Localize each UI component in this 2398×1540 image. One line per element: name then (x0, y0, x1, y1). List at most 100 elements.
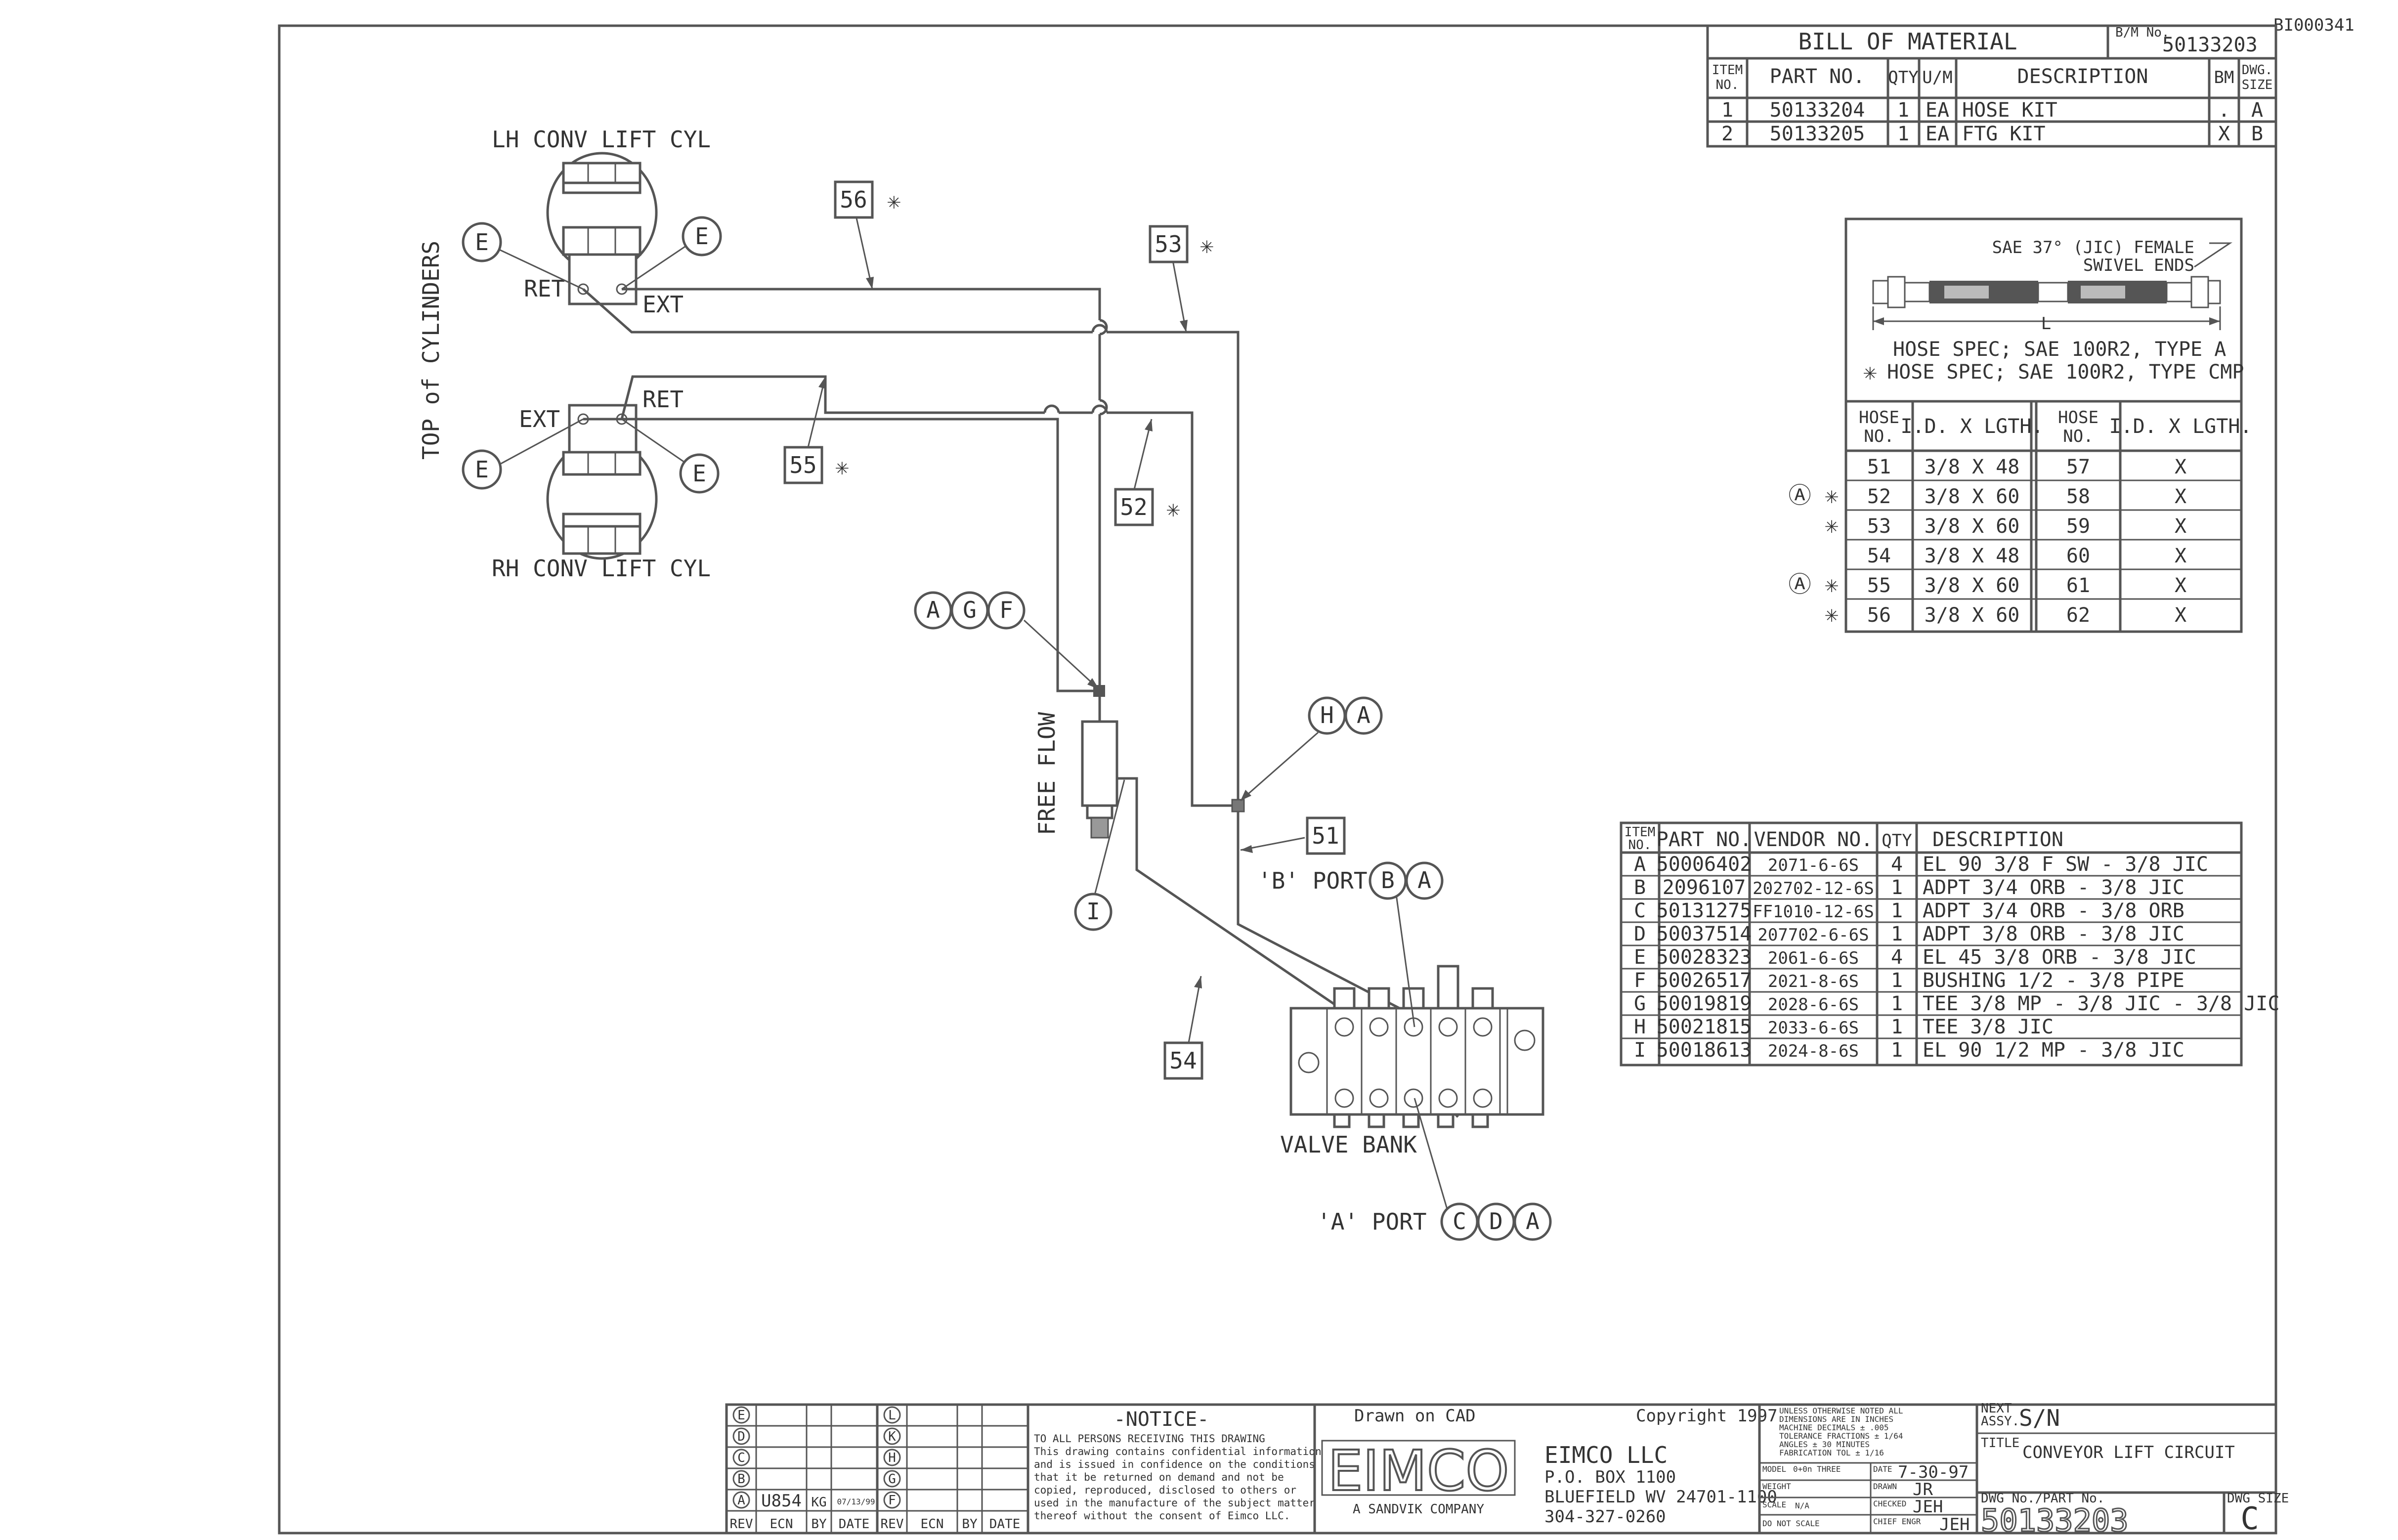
bom-cell: 50133205 (1770, 123, 1865, 145)
callout-letter: E (475, 229, 489, 256)
tolerance-line: MACHINE DECIMALS ± .005 (1779, 1423, 1889, 1432)
callout-letter: A (1357, 702, 1370, 728)
hydraulic-diagram: LH CONV LIFT CYL RH CONV LIFT CYL TOP of… (418, 126, 1552, 1241)
parts-cell: 50019819 (1657, 992, 1752, 1015)
bom-header-bm: BM (2214, 68, 2234, 87)
parts-cell: EL 90 3/8 F SW - 3/8 JIC (1923, 853, 2208, 876)
notice-line: and is issued in confidence on the condi… (1034, 1458, 1315, 1470)
rev-header: REV (730, 1517, 753, 1532)
hose-row-mark: Ⓐ ✳ (1789, 571, 1839, 598)
title-block: E D C B A L K H G F U854 KG 07/13/99 REV… (725, 1401, 2289, 1540)
hose-row: 54 3/8 X 48 60 X (1867, 545, 2186, 567)
callout-letter: C (1453, 1208, 1466, 1235)
parts-cell: B (1634, 876, 1646, 899)
hose-spec-cmp: HOSE SPEC; SAE 100R2, TYPE CMP (1887, 361, 2244, 384)
parts-cell: ADPT 3/4 ORB - 3/8 ORB (1923, 899, 2184, 922)
parts-cell: A (1634, 853, 1646, 876)
drawn-label: DRAWN (1873, 1482, 1897, 1491)
hose-spec-a: HOSE SPEC; SAE 100R2, TYPE A (1893, 338, 2226, 361)
notice-line: thereof without the consent of Eimco LLC… (1034, 1510, 1290, 1522)
rev-letter-text: L (888, 1408, 896, 1423)
hose-cell: 3/8 X 60 (1925, 485, 2020, 508)
parts-cell: ADPT 3/4 ORB - 3/8 JIC (1923, 876, 2184, 899)
callout-g-tee: G (950, 591, 989, 630)
hose-tag-52-label: 52 (1120, 494, 1147, 520)
hose-cell: 3/8 X 48 (1925, 456, 2020, 478)
rev-letter: D (732, 1427, 750, 1445)
rev-a-date: 07/13/99 (837, 1497, 875, 1506)
callout-e-lh-ext: E (682, 216, 722, 257)
hose-row-mark: Ⓐ ✳ (1789, 482, 1839, 509)
bom-cell: 1 (1897, 123, 1909, 145)
rev-letter: F (883, 1491, 901, 1509)
rev-letter-text: D (737, 1429, 745, 1444)
parts-cell: 2061-6-6S (1768, 948, 1859, 968)
rh-ext-label: EXT (519, 406, 560, 432)
company-po-box: P.O. BOX 1100 (1544, 1467, 1676, 1487)
parts-cell: 50006402 (1657, 853, 1752, 876)
bom-row: 2 50133205 1 EA FTG KIT X B (1721, 123, 2263, 145)
parts-cell: 50131275 (1657, 899, 1752, 922)
hose-cell: X (2175, 515, 2186, 538)
bom-cell: B (2251, 123, 2263, 145)
star-icon: ✳ (1863, 358, 1877, 385)
bom-cell: 50133204 (1770, 99, 1865, 122)
hose-row-mark: ✳ (1825, 600, 1839, 627)
rev-letter: C (732, 1449, 750, 1466)
lh-ret-label: RET (524, 275, 565, 302)
do-not-scale: DO NOT SCALE (1762, 1519, 1820, 1528)
callout-letter: A (1526, 1208, 1540, 1235)
parts-cell: D (1634, 923, 1646, 945)
parts-cell: TEE 3/8 MP - 3/8 JIC - 3/8 JIC (1923, 992, 2279, 1015)
bom-cell: X (2218, 123, 2230, 145)
rev-letter-text: K (888, 1429, 896, 1444)
parts-cell: 4 (1891, 853, 1903, 876)
callout-f-tee: F (987, 591, 1026, 630)
callout-d-a-port: D (1477, 1202, 1515, 1241)
tolerance-line: FABRICATION TOL ± 1/16 (1779, 1448, 1884, 1457)
bom-title: BILL OF MATERIAL (1798, 28, 2017, 55)
notice-line: that it be returned on demand and not be (1034, 1471, 1284, 1483)
hose-header-no-b: HOSE (2058, 408, 2098, 428)
parts-cell: I (1634, 1039, 1646, 1062)
parts-cell: EL 45 3/8 ORB - 3/8 JIC (1923, 946, 2196, 969)
bom-number-label: B/M No. (2115, 25, 2170, 40)
drawn-on-cad: Drawn on CAD (1354, 1406, 1476, 1426)
parts-header-vendor: VENDOR NO. (1754, 828, 1873, 851)
hose-cell: X (2175, 456, 2186, 478)
hose-cell: 59 (2066, 515, 2090, 538)
hose-tag-52: 52 ✳ (1114, 488, 1180, 526)
callout-letter: H (1320, 702, 1334, 728)
callout-letter: A (1417, 867, 1431, 894)
parts-cell: 202702-12-6S (1753, 879, 1874, 898)
parts-cell: E (1634, 946, 1646, 969)
rev-header: DATE (839, 1517, 870, 1532)
callout-letter: G (963, 597, 977, 623)
parts-header-item-no: NO. (1628, 838, 1652, 853)
hose-cell: 53 (1867, 515, 1891, 538)
fittings-parts-table: ITEM NO. PART NO. VENDOR NO. QTY DESCRIP… (1620, 821, 2280, 1067)
parts-cell: 207702-6-6S (1757, 925, 1869, 945)
valve-bank-label: VALVE BANK (1280, 1131, 1417, 1158)
bom-cell: A (2251, 99, 2263, 122)
parts-cell: C (1634, 899, 1646, 922)
callout-letter: B (1381, 867, 1395, 894)
parts-cell: 50028323 (1657, 946, 1752, 969)
notice-text: TO ALL PERSONS RECEIVING THIS DRAWINGThi… (1034, 1433, 1322, 1522)
dwg-no-label: DWG No./PART No. (1981, 1491, 2104, 1506)
rev-header: REV (881, 1517, 904, 1532)
rev-letter-text: H (888, 1451, 896, 1465)
callout-letter: E (692, 460, 706, 487)
hose-row-mark: ✳ (1825, 512, 1839, 538)
parts-header-part-no: PART NO. (1657, 828, 1752, 851)
callout-b-port: B (1369, 861, 1407, 900)
hose-cell: 3/8 X 60 (1925, 604, 2020, 627)
notice-line: copied, reproduced, disclosed to others … (1034, 1484, 1296, 1496)
callout-a-tee-h: A (1344, 696, 1383, 735)
callout-h-tee: H (1308, 696, 1346, 735)
model-label: MODEL (1762, 1464, 1786, 1474)
hose-tag-56-label: 56 (840, 186, 867, 213)
bom-row: 1 50133204 1 EA HOSE KIT . A (1721, 99, 2263, 122)
